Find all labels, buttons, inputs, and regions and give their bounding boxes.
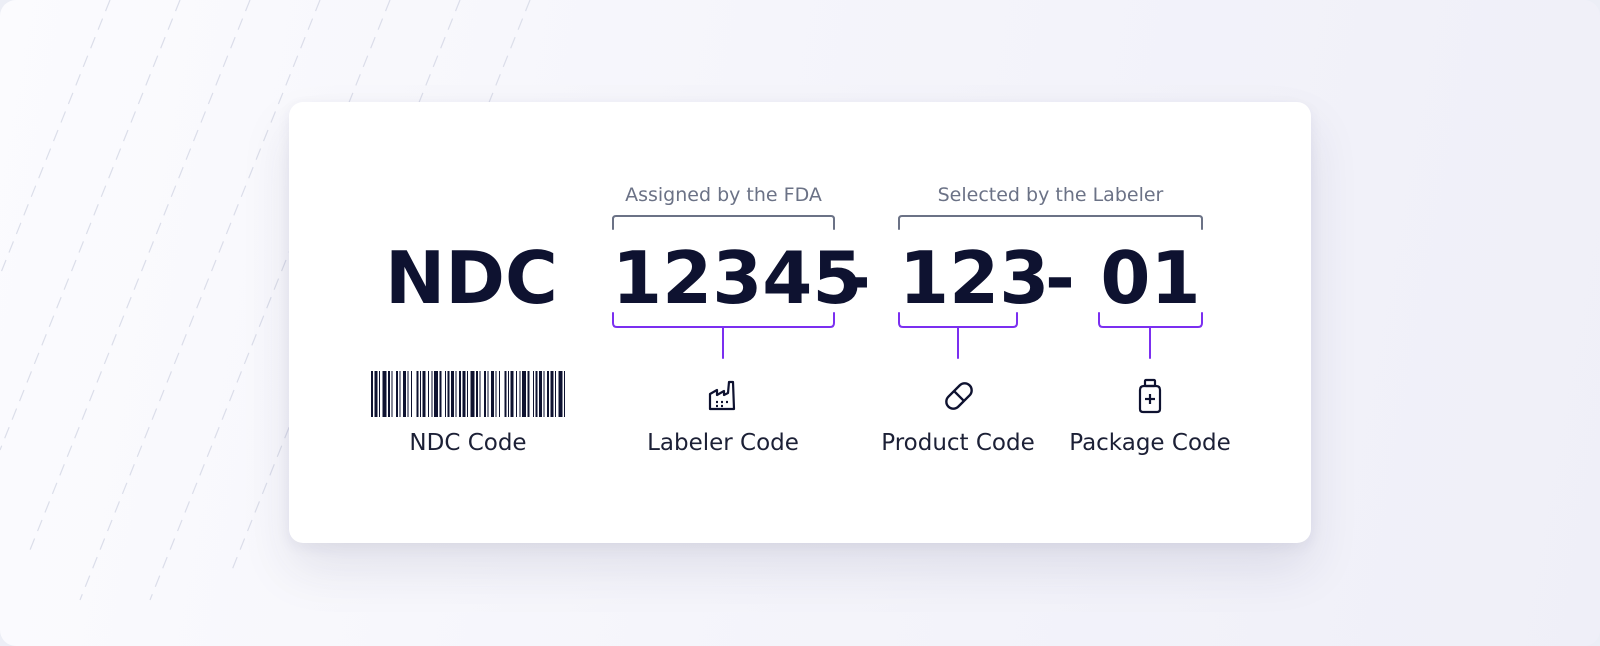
product-code-bracket — [898, 312, 1018, 359]
separator-dash: - — [841, 236, 871, 320]
package-code-label: Package Code — [1069, 430, 1231, 456]
fda-caption: Assigned by the FDA — [625, 184, 822, 206]
labeler-code-bracket — [612, 312, 835, 359]
barcode-icon — [371, 371, 565, 417]
package-code-value: 01 — [1100, 236, 1201, 320]
product-code-value: 123 — [899, 236, 1050, 320]
product-code-label: Product Code — [881, 430, 1035, 456]
factory-icon — [708, 380, 736, 411]
package-code-bracket — [1098, 312, 1203, 359]
ndc-prefix: NDC — [385, 236, 558, 320]
ndc-card — [289, 102, 1311, 543]
separator-dash: - — [1045, 236, 1075, 320]
medicine-bottle-icon — [1138, 378, 1162, 414]
pill-icon — [945, 382, 973, 410]
ndc-code-label: NDC Code — [409, 430, 527, 456]
fda-bracket — [612, 215, 835, 230]
labeler-bracket — [898, 215, 1203, 230]
labeler-code-label: Labeler Code — [647, 430, 799, 456]
labeler-code-value: 12345 — [612, 236, 863, 320]
labeler-caption: Selected by the Labeler — [937, 184, 1164, 206]
